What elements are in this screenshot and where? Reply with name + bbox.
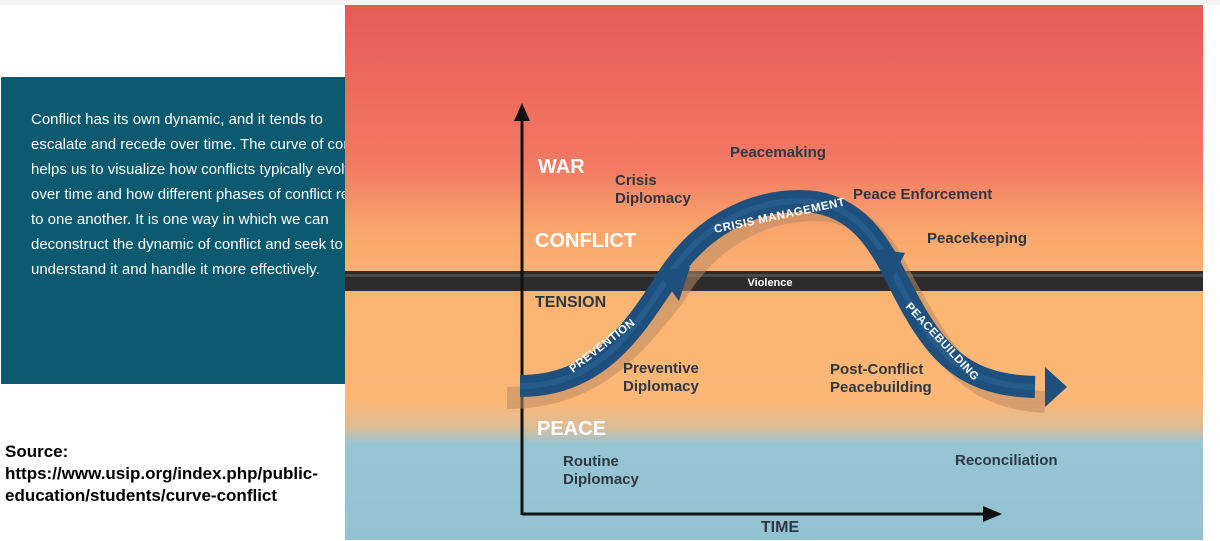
label-post-conflict-line2: Peacebuilding (830, 379, 932, 396)
crisis-management-arrowhead (875, 249, 905, 283)
info-text: Conflict has its own dynamic, and it ten… (31, 111, 375, 278)
violence-label: Violence (747, 277, 792, 289)
x-axis-arrowhead (983, 506, 1002, 522)
label-peacemaking: Peacemaking (730, 144, 826, 161)
zone-label-conflict: CONFLICT (535, 230, 636, 252)
label-routine-diplomacy-line1: Routine (563, 453, 619, 470)
x-axis-label: TIME (761, 519, 800, 536)
violence-band-highlight (345, 274, 1203, 277)
label-crisis-diplomacy-line1: Crisis (615, 172, 657, 189)
zone-label-tension: TENSION (535, 294, 606, 311)
label-routine-diplomacy-line2: Diplomacy (563, 471, 640, 488)
y-axis-arrowhead (514, 103, 530, 121)
label-preventive-diplomacy-line2: Diplomacy (623, 378, 700, 395)
conflict-curve-stripe (519, 197, 1036, 390)
source-url-line-2: education/students/curve-conflict (5, 486, 278, 505)
peacebuilding-arrowhead (1045, 367, 1067, 407)
label-reconciliation: Reconciliation (955, 452, 1058, 469)
label-peacekeeping: Peacekeeping (927, 230, 1027, 247)
zone-label-peace: PEACE (537, 418, 606, 440)
source-url-line-1: https://www.usip.org/index.php/public- (5, 464, 318, 483)
curve-of-conflict-diagram: Violence TIME WAR CONFLICT TENSION PEACE… (345, 5, 1203, 540)
label-crisis-diplomacy-line2: Diplomacy (615, 190, 692, 207)
prevention-arrowhead (657, 267, 690, 301)
info-panel: Conflict has its own dynamic, and it ten… (1, 77, 408, 384)
label-preventive-diplomacy-line1: Preventive (623, 360, 699, 377)
source-citation: Source: https://www.usip.org/index.php/p… (5, 441, 385, 507)
zone-label-war: WAR (538, 156, 585, 178)
top-divider (0, 0, 1220, 5)
label-post-conflict-line1: Post-Conflict (830, 361, 923, 378)
source-heading: Source: (5, 442, 69, 461)
label-peace-enforcement: Peace Enforcement (853, 186, 992, 203)
